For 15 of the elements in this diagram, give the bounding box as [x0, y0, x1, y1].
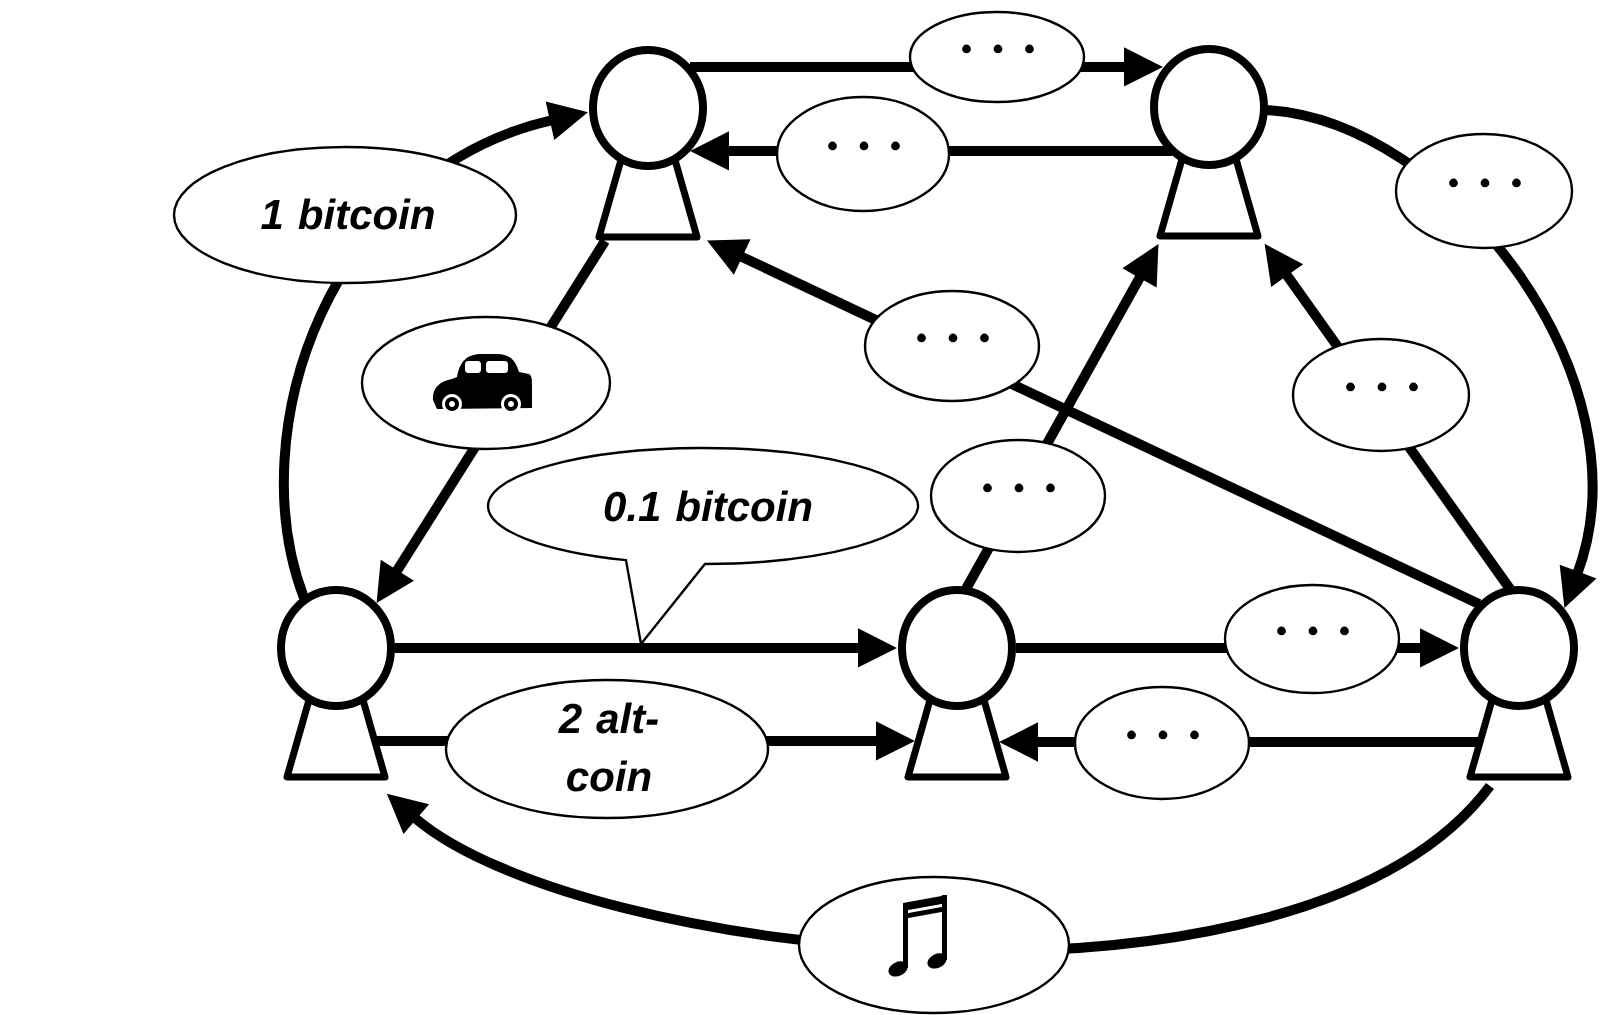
- person-icon: [1460, 586, 1578, 781]
- edge-label: 1 bitcoin: [172, 145, 518, 285]
- person-icon: [277, 586, 395, 781]
- edge-label: . . .: [929, 438, 1107, 554]
- person-icon: [589, 46, 707, 241]
- edge-label: 2 alt- coin: [444, 678, 770, 820]
- edge-label: . . .: [1291, 337, 1471, 453]
- edge-label: . . .: [1223, 583, 1401, 695]
- edge-label: . . .: [1073, 685, 1251, 801]
- edge-label: . . .: [908, 10, 1086, 104]
- edge-label: . . .: [775, 95, 951, 213]
- edge-label: . . .: [863, 289, 1041, 403]
- edge-label: . . .: [1394, 132, 1574, 250]
- person-icon: [898, 586, 1016, 781]
- person-icon: [1150, 45, 1268, 240]
